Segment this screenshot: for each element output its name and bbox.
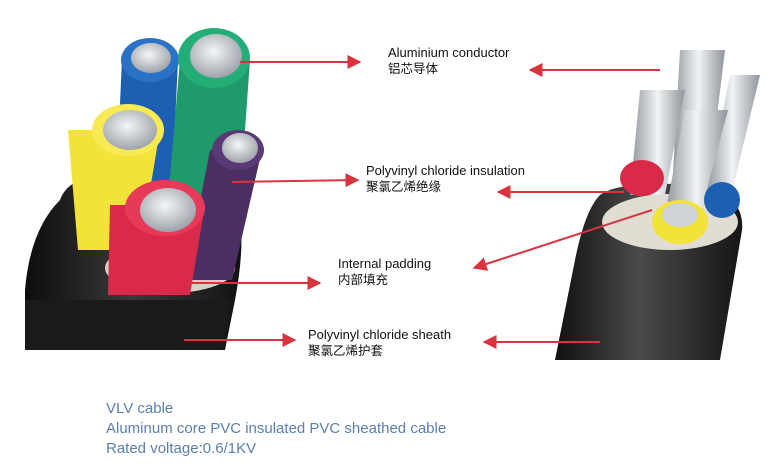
caption-rated-voltage: Rated voltage:0.6/1KV bbox=[106, 440, 257, 457]
label-insulation-cn: 聚氯乙烯绝缘 bbox=[366, 179, 442, 194]
label-padding-en: Internal padding bbox=[338, 256, 432, 271]
label-sheath-cn: 聚氯乙烯护套 bbox=[308, 343, 384, 358]
cable-caption: VLV cable Aluminum core PVC insulated PV… bbox=[106, 399, 446, 459]
caption-cable-type: VLV cable bbox=[106, 400, 174, 417]
label-pvc-sheath: Polyvinyl chloride sheath 聚氯乙烯护套 bbox=[308, 327, 451, 359]
left-cable-photo bbox=[25, 28, 264, 350]
label-conductor-cn: 铝芯导体 bbox=[388, 61, 439, 76]
left-red-core bbox=[108, 180, 205, 295]
caption-cable-description: Aluminum core PVC insulated PVC sheathed… bbox=[106, 420, 447, 437]
label-insulation-en: Polyvinyl chloride insulation bbox=[366, 163, 525, 178]
label-internal-padding: Internal padding 内部填充 bbox=[338, 256, 431, 288]
label-sheath-en: Polyvinyl chloride sheath bbox=[308, 327, 452, 342]
label-aluminium-conductor: Aluminium conductor 铝芯导体 bbox=[388, 45, 509, 77]
right-cable-photo bbox=[555, 50, 760, 360]
label-conductor-en: Aluminium conductor bbox=[388, 45, 510, 60]
arrow-insulation-left bbox=[231, 173, 360, 188]
pointer-arrows bbox=[184, 55, 660, 349]
arrow-padding-right bbox=[472, 209, 653, 271]
left-cable-base bbox=[25, 300, 230, 350]
label-padding-cn: 内部填充 bbox=[338, 272, 389, 287]
label-pvc-insulation: Polyvinyl chloride insulation 聚氯乙烯绝缘 bbox=[366, 163, 525, 195]
right-colored-insulations bbox=[620, 160, 740, 244]
